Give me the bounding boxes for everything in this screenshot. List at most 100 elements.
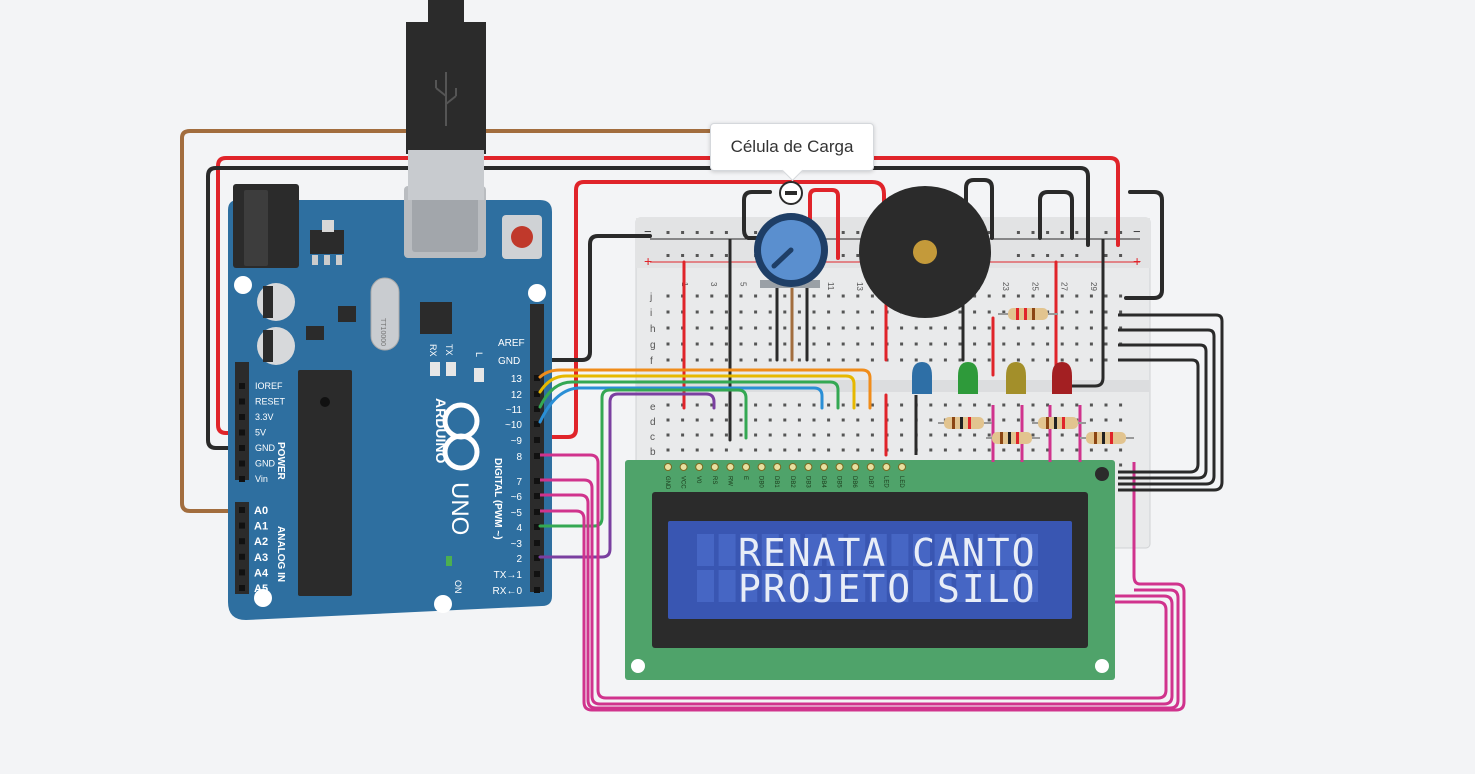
wire-red-pot[interactable] <box>808 188 840 260</box>
analog-pin[interactable] <box>239 538 245 545</box>
usb-icon <box>435 72 457 126</box>
arduino-pin[interactable] <box>534 587 540 593</box>
bb-row-label: d <box>650 417 656 428</box>
wire-black-gnd[interactable] <box>206 166 1090 450</box>
wire-orange-13[interactable] <box>538 368 872 410</box>
power-pin[interactable] <box>239 445 245 451</box>
arduino-pin[interactable] <box>534 375 540 381</box>
wire-brown-a0[interactable] <box>180 129 722 513</box>
power-pin[interactable] <box>239 476 245 482</box>
led-yellow[interactable] <box>1006 362 1026 394</box>
wire-green-4[interactable] <box>538 388 748 528</box>
arduino-pin[interactable] <box>534 406 540 412</box>
analog-pin[interactable] <box>239 522 245 529</box>
lcd-pin[interactable] <box>773 463 782 471</box>
lcd-pin-label: LED <box>898 476 904 488</box>
power-pin[interactable] <box>239 414 245 420</box>
wire-red-pin9[interactable] <box>538 180 886 439</box>
lcd-pin[interactable] <box>866 463 875 471</box>
arduino-pin[interactable] <box>534 391 540 397</box>
lcd-pin[interactable] <box>788 463 797 471</box>
arduino-uno-board[interactable]: TT10000 AREF GND 1312~11~10~987~6~54~32T… <box>228 184 552 620</box>
lcd-pin[interactable] <box>851 463 860 471</box>
bb-col-label: 23 <box>1001 282 1010 291</box>
wire-green-11[interactable] <box>538 380 840 410</box>
wire-bundle-lcd[interactable] <box>540 453 1186 712</box>
lcd-pin[interactable] <box>804 463 813 471</box>
wire-purple-2[interactable] <box>538 392 716 559</box>
wire-black-v5[interactable] <box>1068 238 1105 388</box>
arduino-model: UNO <box>446 482 473 535</box>
potentiometer[interactable] <box>754 181 828 288</box>
lcd-pin[interactable] <box>742 463 750 471</box>
lcd-pin-label: RS <box>711 476 717 484</box>
arduino-pin[interactable] <box>534 540 540 546</box>
arduino-pin-label: 8 <box>516 452 522 463</box>
lcd-pin[interactable] <box>664 463 672 471</box>
lcd-pin-label: DB0 <box>758 476 764 488</box>
power-pin[interactable] <box>239 383 245 389</box>
lcd-pin[interactable] <box>695 463 704 471</box>
arduino-pin[interactable] <box>534 421 540 427</box>
bb-col-label: 29 <box>1089 282 1098 291</box>
lcd-pin[interactable] <box>726 463 735 471</box>
arduino-pin[interactable] <box>534 437 540 443</box>
bb-col-label: 27 <box>1060 282 1069 291</box>
arduino-pin-label: ~6 <box>511 492 523 503</box>
arduino-pin[interactable] <box>534 524 540 530</box>
arduino-pin-label: ~10 <box>505 420 522 431</box>
lcd-pin[interactable] <box>757 463 766 471</box>
resistor-top[interactable] <box>998 308 1058 320</box>
wire-black-buzzer-b[interactable] <box>1038 190 1074 240</box>
wire-blue-10[interactable] <box>538 386 824 424</box>
wire-yellow-12[interactable] <box>538 374 856 410</box>
analog-pin[interactable] <box>239 585 245 591</box>
power-pin-label: GND <box>255 459 276 469</box>
bb-row-label: i <box>650 308 652 319</box>
resistor-led-4[interactable] <box>1080 432 1134 444</box>
arduino-pin[interactable] <box>534 478 540 484</box>
arduino-pin[interactable] <box>534 453 540 459</box>
power-pin[interactable] <box>239 429 245 436</box>
lcd-pin[interactable] <box>820 463 828 471</box>
lcd-pin[interactable] <box>710 463 719 471</box>
arduino-pin[interactable] <box>534 509 540 515</box>
piezo-buzzer[interactable] <box>859 186 991 318</box>
wire-black-buzzer-a[interactable] <box>964 178 994 240</box>
arduino-pin[interactable] <box>534 571 540 577</box>
resistor-led-2[interactable] <box>986 432 1040 444</box>
arduino-pin[interactable] <box>534 493 540 499</box>
bb-row-label: e <box>650 402 656 413</box>
lcd-pin[interactable] <box>882 463 891 471</box>
led-blue[interactable] <box>912 362 932 455</box>
analog-pin[interactable] <box>239 507 245 513</box>
wire-lcd-pins[interactable] <box>991 405 1082 462</box>
lcd-pin[interactable] <box>835 463 844 471</box>
led-red[interactable] <box>1052 362 1072 394</box>
wire-black-aref-gnd[interactable] <box>538 234 652 362</box>
resistor-led-1[interactable] <box>938 417 992 429</box>
bb-minus-right: − <box>1133 224 1141 239</box>
lcd-pin[interactable] <box>679 463 688 471</box>
usb-cable[interactable] <box>406 0 486 200</box>
bb-row-label: c <box>650 432 655 443</box>
tooltip-text: Célula de Carga <box>730 137 854 156</box>
led-green[interactable] <box>958 362 978 394</box>
lcd-pin-label: DB6 <box>851 476 857 488</box>
lcd-pin-label: DB3 <box>804 476 810 488</box>
wire-black-right-rail[interactable] <box>1124 190 1164 300</box>
power-pin[interactable] <box>239 460 245 467</box>
wire-bundle-right[interactable] <box>1118 313 1224 492</box>
bb-col-label: 5 <box>738 282 747 287</box>
lcd-pin[interactable] <box>898 463 906 471</box>
analog-pin[interactable] <box>239 553 245 560</box>
wire-red-5v[interactable] <box>216 156 1120 435</box>
arduino-pin[interactable] <box>534 555 540 561</box>
analog-pin[interactable] <box>239 569 245 576</box>
lcd-line-1: RENATA CANTO <box>738 531 1037 575</box>
power-pin[interactable] <box>239 398 245 405</box>
wire-black-pot[interactable] <box>742 190 772 240</box>
resistor-led-3[interactable] <box>1032 417 1086 429</box>
power-pin-label: Vin <box>255 474 268 484</box>
